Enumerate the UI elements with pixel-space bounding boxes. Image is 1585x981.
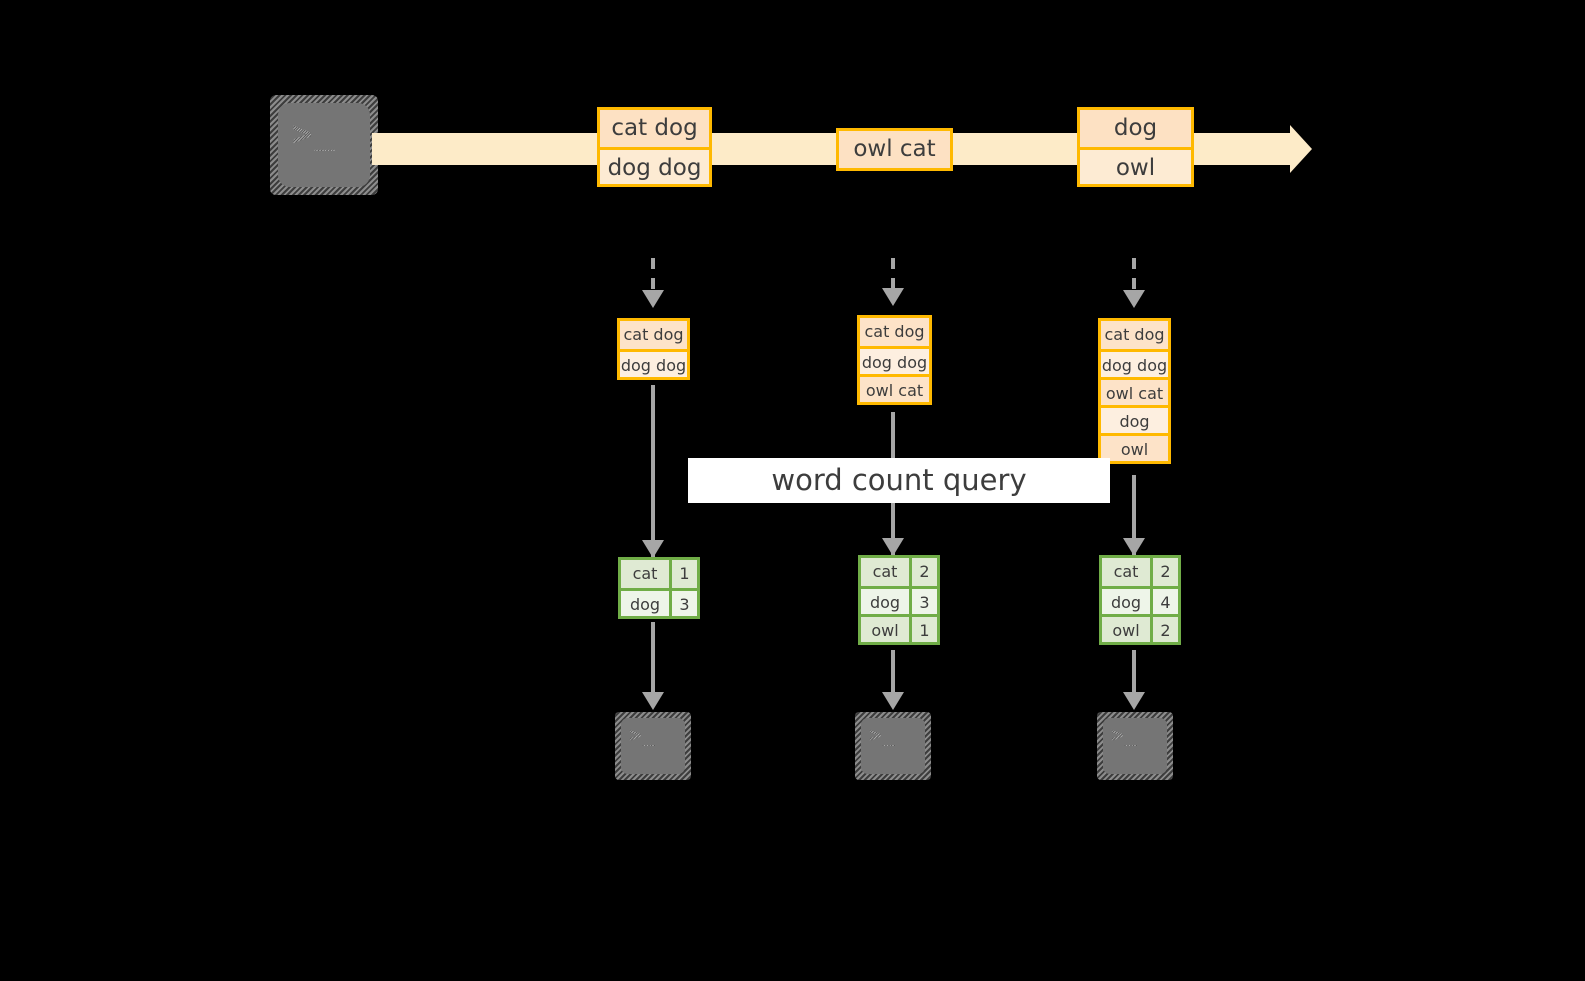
arrowhead-down-icon (882, 692, 904, 710)
stream-event-line: owl (1080, 147, 1191, 184)
arrowhead-down-icon (882, 288, 904, 306)
table-row: dog 4 (1102, 586, 1178, 614)
stream-event-line: dog (1080, 110, 1191, 147)
accumulated-input-stack-3: cat dog dog dog owl cat dog owl (1098, 318, 1171, 464)
accumulated-input-stack-2: cat dog dog dog owl cat (857, 315, 932, 405)
terminal-prompt-glyph: >_ (629, 723, 657, 747)
dashed-connector-2 (891, 258, 895, 292)
stack-line: cat dog (1101, 321, 1168, 349)
accumulated-input-stack-1: cat dog dog dog (617, 318, 690, 380)
result-count: 1 (909, 617, 937, 642)
result-count: 3 (669, 591, 697, 616)
stack-line: dog dog (860, 346, 929, 374)
result-count: 1 (669, 560, 697, 588)
arrowhead-down-icon (642, 290, 664, 308)
terminal-prompt-glyph: >_ (292, 114, 337, 154)
sink-terminal-icon-2: >_ (855, 712, 931, 780)
source-terminal-icon: >_ (270, 95, 378, 195)
query-label: word count query (688, 458, 1110, 503)
stack-line: dog dog (620, 349, 687, 377)
result-count: 2 (909, 558, 937, 586)
stream-event-group-2: owl cat (836, 128, 953, 171)
table-row: owl 2 (1102, 614, 1178, 642)
result-count: 2 (1150, 558, 1178, 586)
table-row: dog 3 (861, 586, 937, 614)
result-word: cat (621, 560, 669, 588)
arrowhead-down-icon (1123, 290, 1145, 308)
table-row: cat 1 (621, 560, 697, 588)
sink-terminal-icon-1: >_ (615, 712, 691, 780)
sink-connector-2 (891, 650, 895, 700)
stack-line: cat dog (860, 318, 929, 346)
stream-arrowhead-icon (1290, 125, 1312, 173)
terminal-screen: >_ (278, 103, 370, 187)
stack-line: cat dog (620, 321, 687, 349)
table-row: cat 2 (1102, 558, 1178, 586)
query-connector-1 (651, 385, 655, 563)
terminal-prompt-glyph: >_ (869, 723, 897, 747)
stream-event-group-1: cat dog dog dog (597, 107, 712, 187)
result-table-2: cat 2 dog 3 owl 1 (858, 555, 940, 645)
result-word: dog (1102, 589, 1150, 614)
stack-line: owl cat (1101, 377, 1168, 405)
stack-line: dog dog (1101, 349, 1168, 377)
terminal-screen: >_ (621, 718, 685, 774)
result-word: owl (1102, 617, 1150, 642)
result-count: 2 (1150, 617, 1178, 642)
stream-event-line: owl cat (839, 131, 950, 168)
result-word: cat (1102, 558, 1150, 586)
table-row: owl 1 (861, 614, 937, 642)
stack-line: owl (1101, 433, 1168, 461)
stack-line: owl cat (860, 374, 929, 402)
arrowhead-down-icon (642, 692, 664, 710)
result-word: owl (861, 617, 909, 642)
table-row: dog 3 (621, 588, 697, 616)
result-word: dog (861, 589, 909, 614)
sink-terminal-icon-3: >_ (1097, 712, 1173, 780)
terminal-screen: >_ (861, 718, 925, 774)
sink-connector-1 (651, 622, 655, 700)
stream-event-line: dog dog (600, 147, 709, 184)
arrowhead-down-icon (882, 538, 904, 556)
arrowhead-down-icon (1123, 692, 1145, 710)
query-connector-3 (1132, 475, 1136, 563)
table-row: cat 2 (861, 558, 937, 586)
dashed-connector-3 (1132, 258, 1136, 292)
arrowhead-down-icon (1123, 538, 1145, 556)
sink-connector-3 (1132, 650, 1136, 700)
terminal-screen: >_ (1103, 718, 1167, 774)
result-table-1: cat 1 dog 3 (618, 557, 700, 619)
stream-event-group-3: dog owl (1077, 107, 1194, 187)
terminal-prompt-glyph: >_ (1111, 723, 1139, 747)
result-count: 4 (1150, 589, 1178, 614)
stream-event-line: cat dog (600, 110, 709, 147)
result-count: 3 (909, 589, 937, 614)
dashed-connector-1 (651, 258, 655, 292)
stack-line: dog (1101, 405, 1168, 433)
arrowhead-down-icon (642, 540, 664, 558)
result-word: cat (861, 558, 909, 586)
result-word: dog (621, 591, 669, 616)
result-table-3: cat 2 dog 4 owl 2 (1099, 555, 1181, 645)
